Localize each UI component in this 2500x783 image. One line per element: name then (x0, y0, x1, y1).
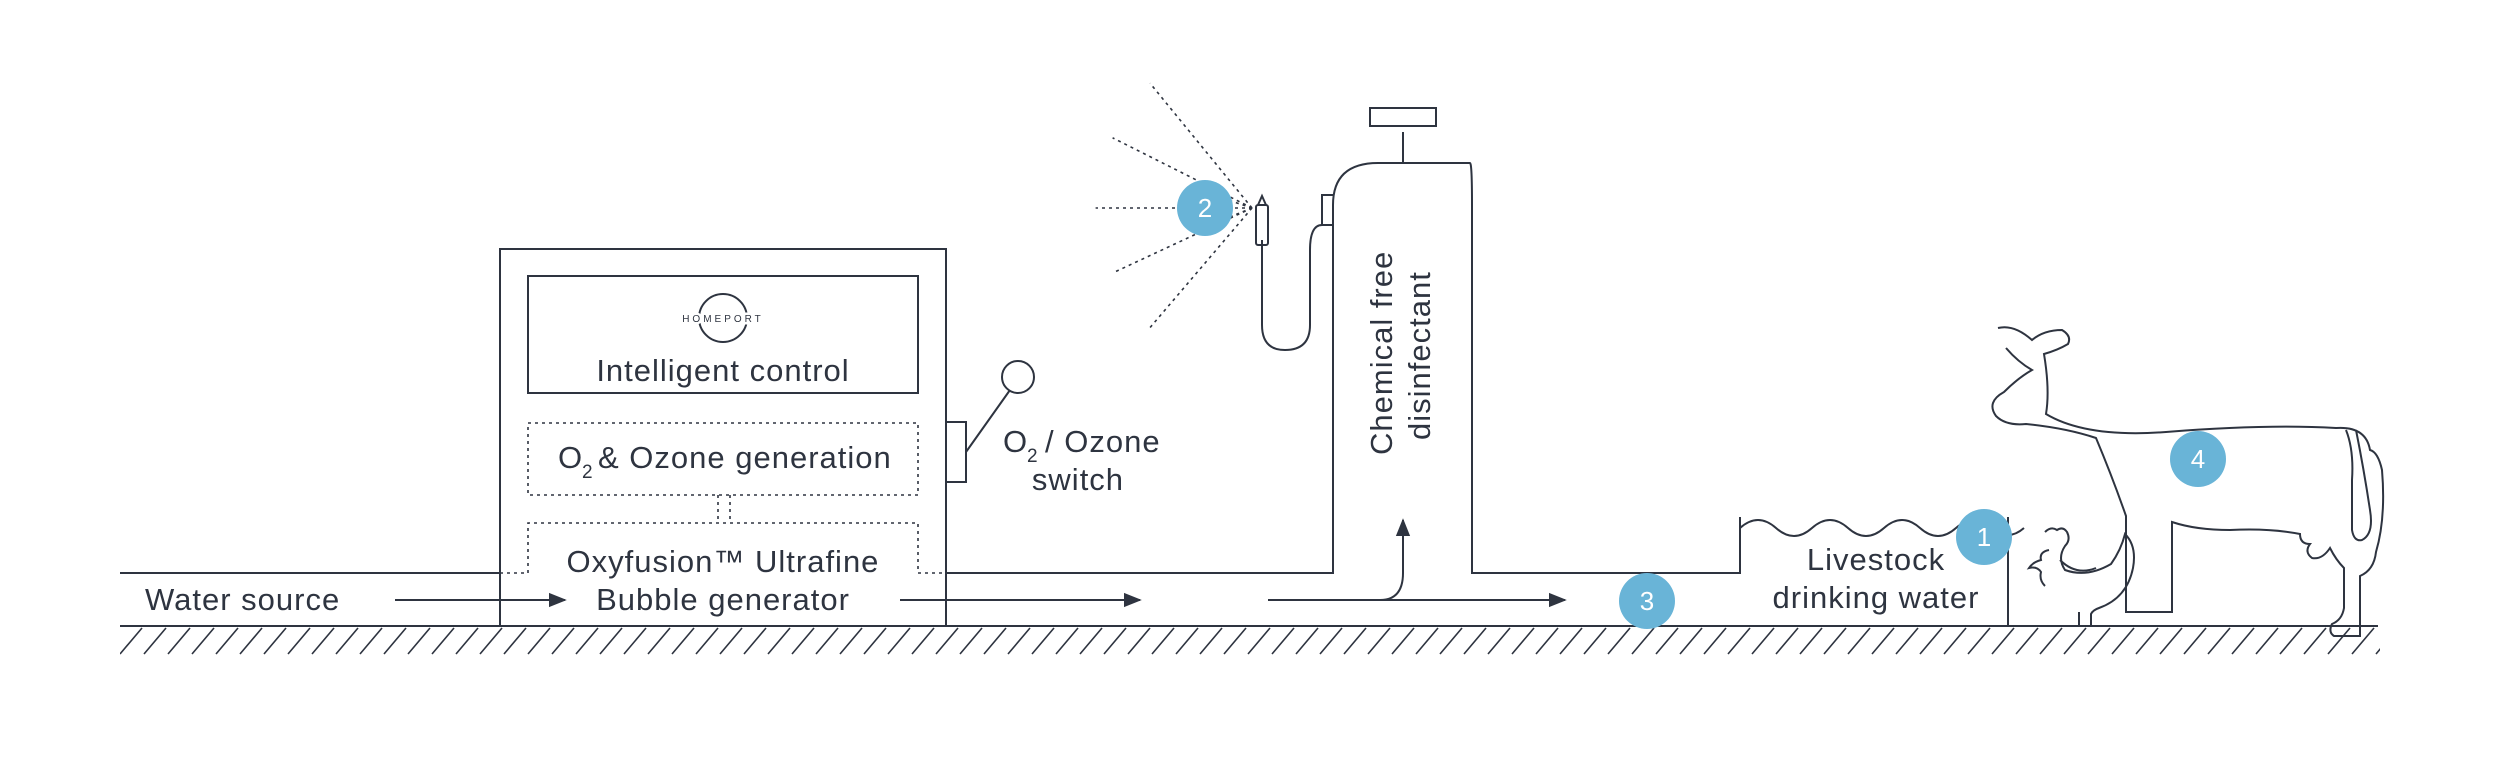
spray-nozzle-icon (1095, 82, 1333, 352)
badge-2: 2 (1177, 180, 1233, 236)
bubble-generator-label-line2: Bubble generator (596, 582, 850, 617)
badge-2-text: 2 (1198, 193, 1212, 223)
switch-label-subscript: 2 (1027, 446, 1038, 467)
switch-label: / Ozone (1045, 424, 1161, 459)
ozone-generation-label-subscript: 2 (582, 462, 593, 483)
trough-label-line1: Livestock (1807, 542, 1945, 577)
switch-lever-icon (945, 360, 1035, 483)
homeport-logo-icon: HOMEPORT (680, 293, 764, 343)
trough-label-line2: drinking water (1773, 580, 1980, 615)
intelligent-control-label: Intelligent control (596, 353, 849, 388)
tank-label-line2: disinfectant (1402, 271, 1437, 440)
ground (120, 625, 2380, 655)
badge-1: 1 (1956, 509, 2012, 565)
tank-label-line1: Chemical free (1364, 251, 1399, 455)
water-source-label: Water source (145, 582, 340, 617)
badge-3: 3 (1619, 573, 1675, 629)
switch-label-line2: switch (1032, 462, 1124, 497)
outlet-pipe (946, 107, 1741, 601)
badge-4: 4 (2170, 431, 2226, 487)
homeport-logo-text: HOMEPORT (682, 314, 764, 325)
ozone-generation-label: & Ozone generation (598, 440, 892, 475)
bubble-generator-label-line1: Oxyfusion™ Ultrafine (567, 544, 880, 579)
badge-3-text: 3 (1640, 586, 1654, 616)
badge-4-text: 4 (2191, 444, 2205, 474)
water-source-pipe (120, 572, 1567, 608)
ozone-generation-label-prefix: O (558, 440, 583, 475)
badge-1-text: 1 (1977, 522, 1991, 552)
switch-label-prefix: O (1003, 424, 1028, 459)
chicken-icon (2026, 527, 2135, 627)
cow-icon (1991, 326, 2385, 637)
